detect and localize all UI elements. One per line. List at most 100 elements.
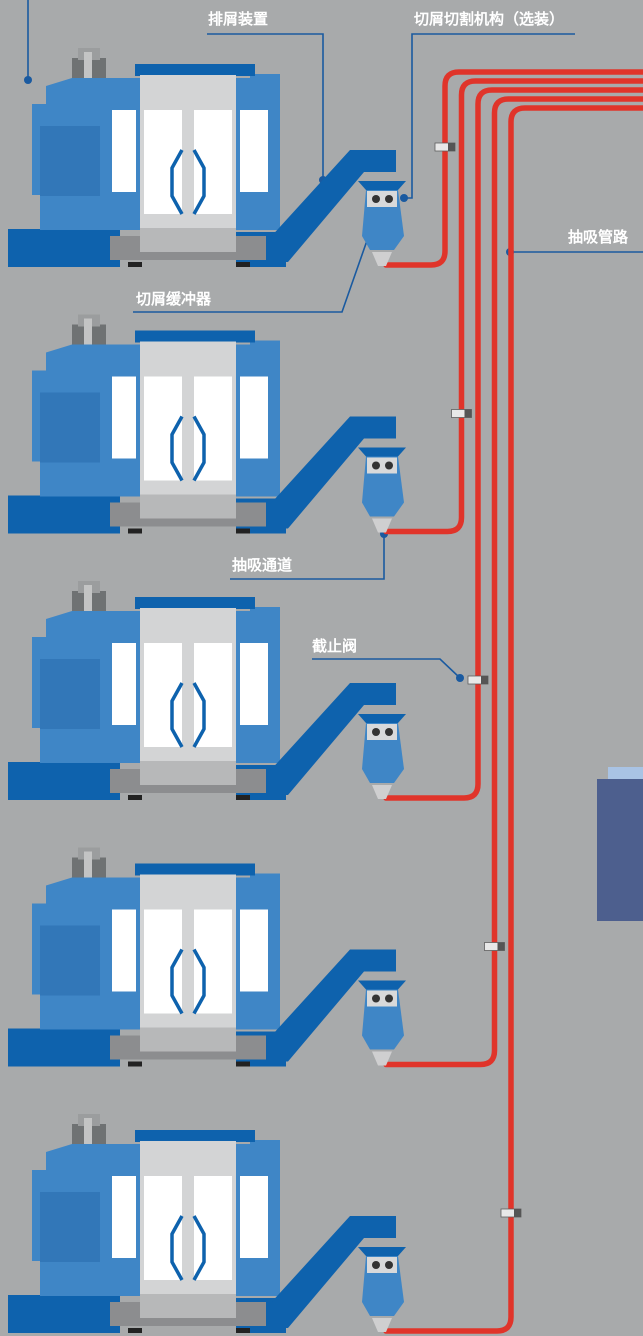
door-bottom — [140, 761, 236, 785]
buffer-indicator-1 — [372, 1261, 380, 1269]
machine-foot-1 — [128, 1328, 142, 1333]
suction-pipe-4 — [383, 96, 643, 1068]
machine-top-rail — [135, 330, 255, 343]
buffer-indicator-1 — [372, 195, 380, 203]
machine-5 — [8, 1114, 406, 1333]
machine-2 — [8, 314, 406, 534]
label-chip-discharge: 排屑装置 — [208, 10, 269, 28]
door-bottom — [140, 1027, 236, 1052]
label-suction-pipe: 抽吸管路 — [568, 228, 629, 246]
machine-foot-2 — [236, 262, 250, 267]
buffer-window — [367, 724, 397, 740]
label-chip-cutter: 切屑切割机构（选装） — [414, 10, 565, 28]
shutoff-valve-1 — [434, 142, 456, 152]
cabinet-top — [608, 767, 643, 779]
valve-handle — [497, 942, 505, 951]
window-right — [240, 643, 268, 725]
machine-top-rail — [135, 1130, 255, 1142]
label-chip-buffer: 切屑缓冲器 — [136, 290, 212, 308]
machine-foot-1 — [128, 262, 142, 267]
suction-pipes — [383, 69, 643, 1334]
buffer-indicator-2 — [385, 195, 393, 203]
shutoff-valve-2 — [451, 409, 472, 418]
spindle-shaft — [84, 318, 92, 349]
spindle-shaft — [84, 1118, 92, 1148]
door-handle-left — [170, 415, 184, 482]
buffer-outlet — [372, 785, 392, 799]
machine-top-rail — [135, 863, 255, 876]
leader-dot — [400, 194, 408, 202]
machine-1 — [8, 48, 406, 267]
machine-side-panel — [40, 659, 100, 729]
machine-base-left — [8, 1028, 120, 1067]
door-handle-right — [192, 149, 206, 215]
door-handle-left — [170, 948, 184, 1015]
machine-side-panel — [40, 126, 100, 196]
door-handle-right — [192, 682, 206, 748]
buffer-indicator-2 — [385, 461, 393, 470]
buffer-window — [367, 990, 397, 1007]
spindle-shaft — [84, 851, 92, 882]
spindle-shaft — [84, 52, 92, 82]
suction-pipe-3 — [383, 87, 643, 801]
buffer-hopper — [358, 714, 406, 723]
cabinet-body — [597, 779, 643, 921]
door-handle-right — [192, 415, 206, 482]
machine-foot-2 — [236, 1061, 250, 1067]
chip-conveyor — [268, 416, 396, 529]
leader-suction-channel — [230, 534, 385, 580]
shutoff-valve-4 — [484, 942, 505, 951]
buffer-indicator-1 — [372, 461, 380, 470]
spindle-shaft — [84, 585, 92, 615]
door-handle-left — [170, 1215, 184, 1281]
door-handle-right — [192, 948, 206, 1015]
machine-side-panel — [40, 1192, 100, 1262]
shutoff-valve-5 — [500, 1208, 522, 1218]
machine-foot-1 — [128, 795, 142, 800]
window-right — [240, 376, 268, 459]
machine-foot-2 — [236, 528, 250, 534]
buffer-window — [367, 457, 397, 474]
shutoff-valve-3 — [467, 675, 489, 685]
machine-base-left — [8, 1295, 120, 1333]
leader-chip-buffer — [133, 231, 371, 313]
buffer-indicator-1 — [372, 994, 380, 1003]
machine-base-left — [8, 762, 120, 800]
suction-pipe-1 — [383, 69, 643, 268]
buffer-outlet — [372, 518, 392, 533]
machine-foot-1 — [128, 528, 142, 534]
leader-lines — [27, 0, 643, 679]
chip-conveyor — [268, 150, 396, 262]
buffer-hopper — [358, 980, 406, 990]
buffer-indicator-2 — [385, 994, 393, 1003]
window-right — [240, 909, 268, 992]
leader-dot — [456, 674, 464, 682]
window-right — [240, 1176, 268, 1258]
door-bottom — [140, 228, 236, 252]
door-handle-left — [170, 682, 184, 748]
buffer-outlet — [372, 252, 392, 266]
door-bottom — [140, 1294, 236, 1318]
leader-chip-discharge — [207, 33, 324, 180]
label-shutoff-valve: 截止阀 — [312, 637, 358, 655]
machine-top-rail — [135, 64, 255, 76]
buffer-hopper — [358, 181, 406, 190]
machine-foot-2 — [236, 1328, 250, 1333]
machine-3 — [8, 581, 406, 800]
machine-top-rail — [135, 597, 255, 609]
label-suction-channel: 抽吸通道 — [232, 556, 293, 574]
window-left — [112, 110, 136, 192]
leader-shutoff-valve — [312, 658, 461, 679]
valve-handle — [464, 409, 472, 418]
chip-conveyor — [268, 1216, 396, 1328]
chip-conveyor — [268, 683, 396, 795]
shutoff-valves — [434, 142, 522, 1218]
leader-chip-cutter — [404, 33, 575, 199]
machine-side-panel — [40, 925, 100, 996]
door-bottom — [140, 494, 236, 519]
machine-base-left — [8, 495, 120, 534]
buffer-window — [367, 1257, 397, 1273]
window-left — [112, 1176, 136, 1258]
